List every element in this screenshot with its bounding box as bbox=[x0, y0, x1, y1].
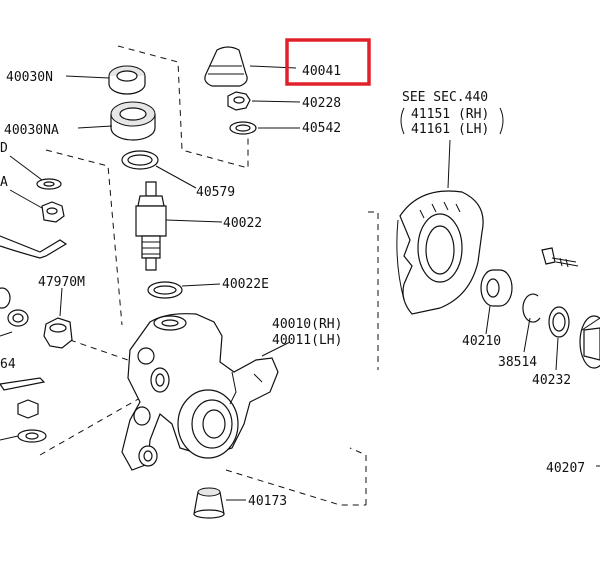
label-40030na: 40030NA bbox=[4, 123, 59, 138]
part-steering-knuckle bbox=[121, 313, 279, 471]
part-38514-snap-ring bbox=[522, 293, 541, 323]
part-left-washer-mid bbox=[7, 309, 29, 327]
right-group-outline bbox=[349, 211, 379, 505]
label-41151: 41151 (RH) bbox=[411, 107, 489, 122]
label-40010: 40010(RH) bbox=[272, 317, 342, 332]
leader-fragment-a bbox=[9, 189, 43, 209]
leader-40041 bbox=[249, 65, 297, 69]
leader-40210 bbox=[485, 305, 491, 335]
part-left-stud-upper bbox=[0, 287, 11, 309]
part-40041-dust-boot bbox=[204, 46, 248, 87]
part-left-washer-lower bbox=[17, 429, 47, 443]
label-38514: 38514 bbox=[498, 355, 537, 370]
leader-40022e bbox=[181, 283, 221, 287]
part-left-nut-lower bbox=[17, 399, 39, 419]
label-40542: 40542 bbox=[302, 121, 341, 136]
part-left-rod bbox=[0, 377, 46, 391]
part-left-nut-upper bbox=[41, 201, 65, 223]
label-40173: 40173 bbox=[248, 494, 287, 509]
bracket-right bbox=[499, 107, 504, 135]
leader-fragment-d bbox=[9, 155, 43, 181]
label-40041: 40041 bbox=[302, 64, 341, 79]
part-40030na-bearing bbox=[110, 101, 156, 141]
label-fragment-d: D bbox=[0, 141, 8, 156]
leader-left-washer bbox=[0, 435, 19, 441]
part-wheel-hub bbox=[579, 315, 600, 369]
label-40011: 40011(LH) bbox=[272, 333, 342, 348]
part-40228-nut bbox=[227, 91, 251, 111]
part-40542-washer bbox=[229, 121, 257, 135]
part-hub-bolt bbox=[541, 247, 579, 268]
label-40579: 40579 bbox=[196, 185, 235, 200]
label-41161: 41161 (LH) bbox=[411, 122, 489, 137]
part-dust-shield bbox=[396, 190, 484, 315]
part-40579-seal bbox=[121, 150, 159, 170]
part-47970m-nut bbox=[43, 317, 73, 349]
label-47970m: 47970M bbox=[38, 275, 85, 290]
part-40030n-bearing bbox=[108, 65, 146, 95]
label-40232: 40232 bbox=[532, 373, 571, 388]
leader-40228 bbox=[251, 100, 301, 103]
leader-40579 bbox=[155, 165, 197, 189]
leader-41151 bbox=[447, 139, 451, 189]
leader-40232 bbox=[555, 337, 559, 371]
label-see-sec: SEE SEC.440 bbox=[402, 90, 488, 105]
label-40210: 40210 bbox=[462, 334, 501, 349]
bottom-outline bbox=[225, 469, 366, 506]
leader-left-stud bbox=[0, 331, 13, 337]
part-left-bracket bbox=[0, 235, 68, 259]
lower-left-outline bbox=[39, 339, 141, 456]
leader-40010 bbox=[261, 341, 291, 357]
label-fragment-a: A bbox=[0, 175, 8, 190]
part-40232-seal bbox=[548, 306, 570, 338]
leader-47970m bbox=[59, 287, 63, 317]
part-40022-king-pin bbox=[135, 181, 167, 271]
part-40022e-washer bbox=[147, 281, 183, 299]
label-40228: 40228 bbox=[302, 96, 341, 111]
label-fragment-64: 64 bbox=[0, 357, 16, 372]
leader-40030n bbox=[65, 75, 110, 79]
part-40173-bushing bbox=[193, 487, 225, 519]
part-40210-bearing bbox=[480, 269, 513, 307]
leader-40030na bbox=[77, 125, 113, 129]
part-left-washer-upper bbox=[36, 178, 62, 190]
highlight-box-40041 bbox=[285, 38, 371, 86]
bracket-left bbox=[400, 107, 405, 135]
leader-40022 bbox=[165, 219, 223, 223]
leader-38514 bbox=[523, 317, 531, 353]
label-40022: 40022 bbox=[223, 216, 262, 231]
label-40207: 40207 bbox=[546, 461, 585, 476]
label-40022e: 40022E bbox=[222, 277, 269, 292]
label-40030n: 40030N bbox=[6, 70, 53, 85]
left-group-outline bbox=[45, 149, 123, 326]
